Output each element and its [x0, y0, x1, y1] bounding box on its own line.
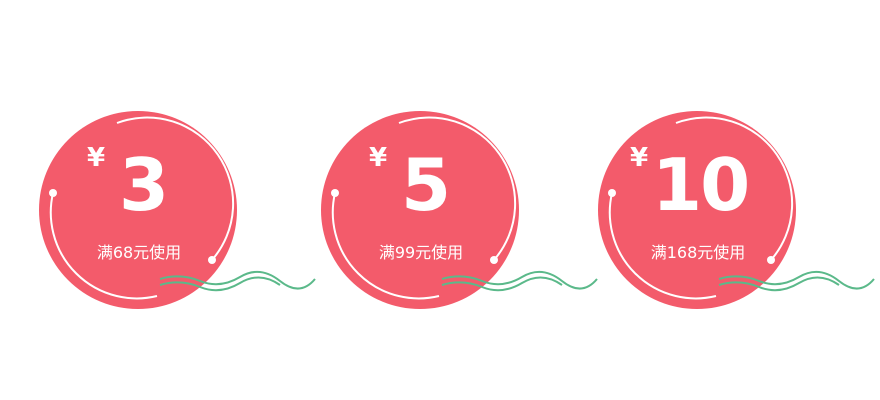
coupon-amount: 10	[652, 143, 750, 227]
coupon-circle	[321, 111, 598, 309]
currency-symbol: ¥	[369, 143, 388, 173]
wave-decoration	[441, 270, 598, 292]
coupon-3[interactable]: ¥ 3 满68元使用	[39, 111, 316, 311]
wave-decoration	[159, 270, 316, 292]
coupon-amount: 5	[401, 143, 451, 227]
coupon-10[interactable]: ¥ 10 满168元使用	[598, 111, 875, 311]
coupon-amount: 3	[119, 143, 169, 227]
coupon-condition: 满99元使用	[378, 243, 464, 262]
coupon-5[interactable]: ¥ 5 满99元使用	[321, 111, 598, 311]
currency-symbol: ¥	[87, 143, 106, 173]
coupon-circle	[39, 111, 316, 309]
wave-decoration	[718, 270, 875, 292]
currency-symbol: ¥	[630, 143, 649, 173]
coupon-condition: 满168元使用	[650, 243, 746, 262]
coupon-circle	[598, 111, 875, 309]
coupon-condition: 满68元使用	[96, 243, 182, 262]
